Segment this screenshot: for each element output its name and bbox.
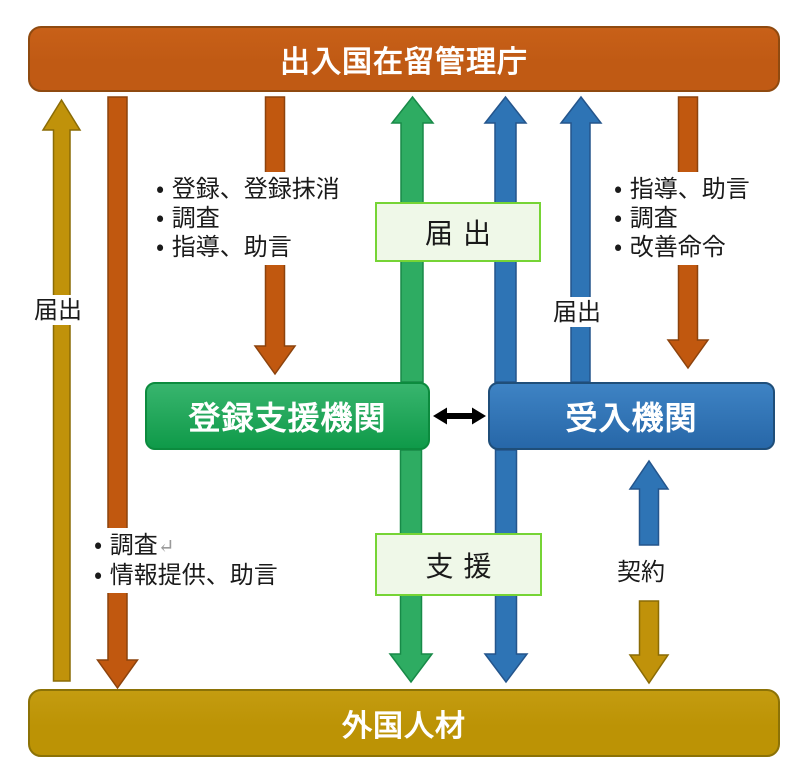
bullet-item: ・ 情報提供、助言: [94, 561, 278, 589]
bullet-item-text: ・ 調査: [94, 531, 158, 559]
accepting-org-label: 受入機関: [565, 399, 698, 437]
notification-up-arrow-blue-2: [559, 95, 603, 383]
node-registered-support-org: 登録支援機関: [145, 382, 430, 450]
bullet-item: ・ 調査↵: [94, 531, 278, 561]
notification-center-tag: 届出: [375, 202, 541, 262]
support-text: 支援: [425, 549, 502, 583]
agency-down-arrow-to-foreign-workers: [96, 96, 139, 690]
contract-up-arrow-blue: [628, 459, 670, 546]
double-headed-arrow-icon: [433, 407, 486, 425]
bullet-item: ・ 指導、助言: [614, 175, 750, 203]
bullet-item: ・ 改善命令: [614, 233, 726, 261]
notification-right-label: 届出: [550, 297, 604, 327]
bullet-item: ・ 登録、登録抹消: [156, 175, 340, 203]
foreign-workers-label: 外国人材: [342, 709, 466, 744]
node-foreign-workers: 外国人材: [28, 689, 780, 757]
bullet-list-to-accepting-org: ・ 指導、助言 ・ 調査 ・ 改善命令: [608, 172, 756, 265]
bullet-list-to-foreign-workers: ・ 調査↵ ・ 情報提供、助言: [88, 528, 284, 593]
bullet-item: ・ 指導、助言: [156, 233, 292, 261]
bullet-list-to-support-org: ・ 登録、登録抹消 ・ 調査 ・ 指導、助言: [150, 172, 346, 265]
notification-left-label: 届出: [31, 295, 85, 325]
immigration-agency-label: 出入国在留管理庁: [280, 45, 528, 80]
support-tag: 支援: [375, 533, 542, 596]
node-immigration-agency: 出入国在留管理庁: [28, 26, 780, 92]
contract-label: 契約: [614, 557, 668, 587]
node-accepting-org: 受入機関: [488, 382, 775, 450]
bullet-item: ・ 調査: [156, 204, 220, 232]
return-mark-icon: ↵: [157, 534, 175, 558]
notification-center-text: 届出: [424, 217, 501, 250]
contract-down-arrow-gold: [628, 600, 670, 685]
registered-support-org-label: 登録支援機関: [188, 399, 387, 437]
notification-up-arrow-gold: [41, 98, 82, 682]
bullet-item: ・ 調査: [614, 204, 678, 232]
